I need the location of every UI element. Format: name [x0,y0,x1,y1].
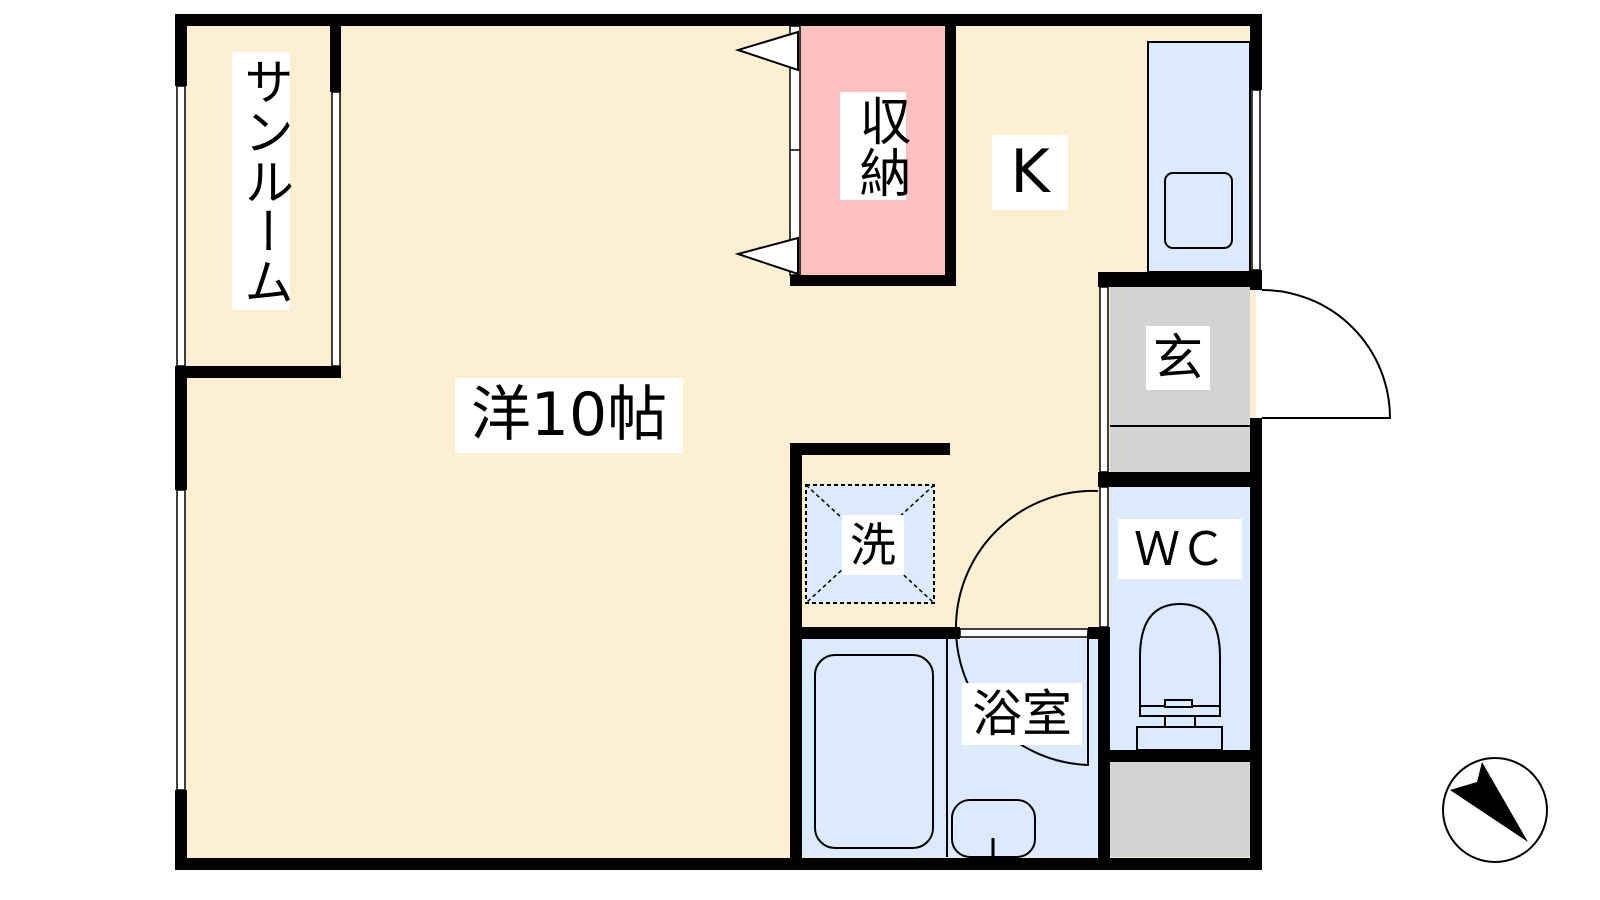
windows [176,25,1261,791]
walls [175,14,1262,870]
washer-label: 洗 [842,515,904,575]
toilet-label: ＷＣ [1118,519,1242,579]
entrance-label: 玄 [1146,326,1210,390]
bathroom-label: 浴室 [962,683,1082,745]
sunroom-label: サンルーム [232,52,294,310]
toilet-fixture [1136,602,1223,751]
kitchen-sink [1164,172,1233,249]
western-room-label: 洋10帖 [455,378,683,453]
entrance-door [1261,289,1392,419]
storage-doors [734,30,799,276]
closet-floor [1110,762,1250,857]
bathtub [814,654,934,849]
north-compass-icon [1442,757,1548,863]
storage-label: 収納 [840,92,910,200]
kitchen-label: K [992,135,1068,210]
bathroom-door [954,489,1099,767]
